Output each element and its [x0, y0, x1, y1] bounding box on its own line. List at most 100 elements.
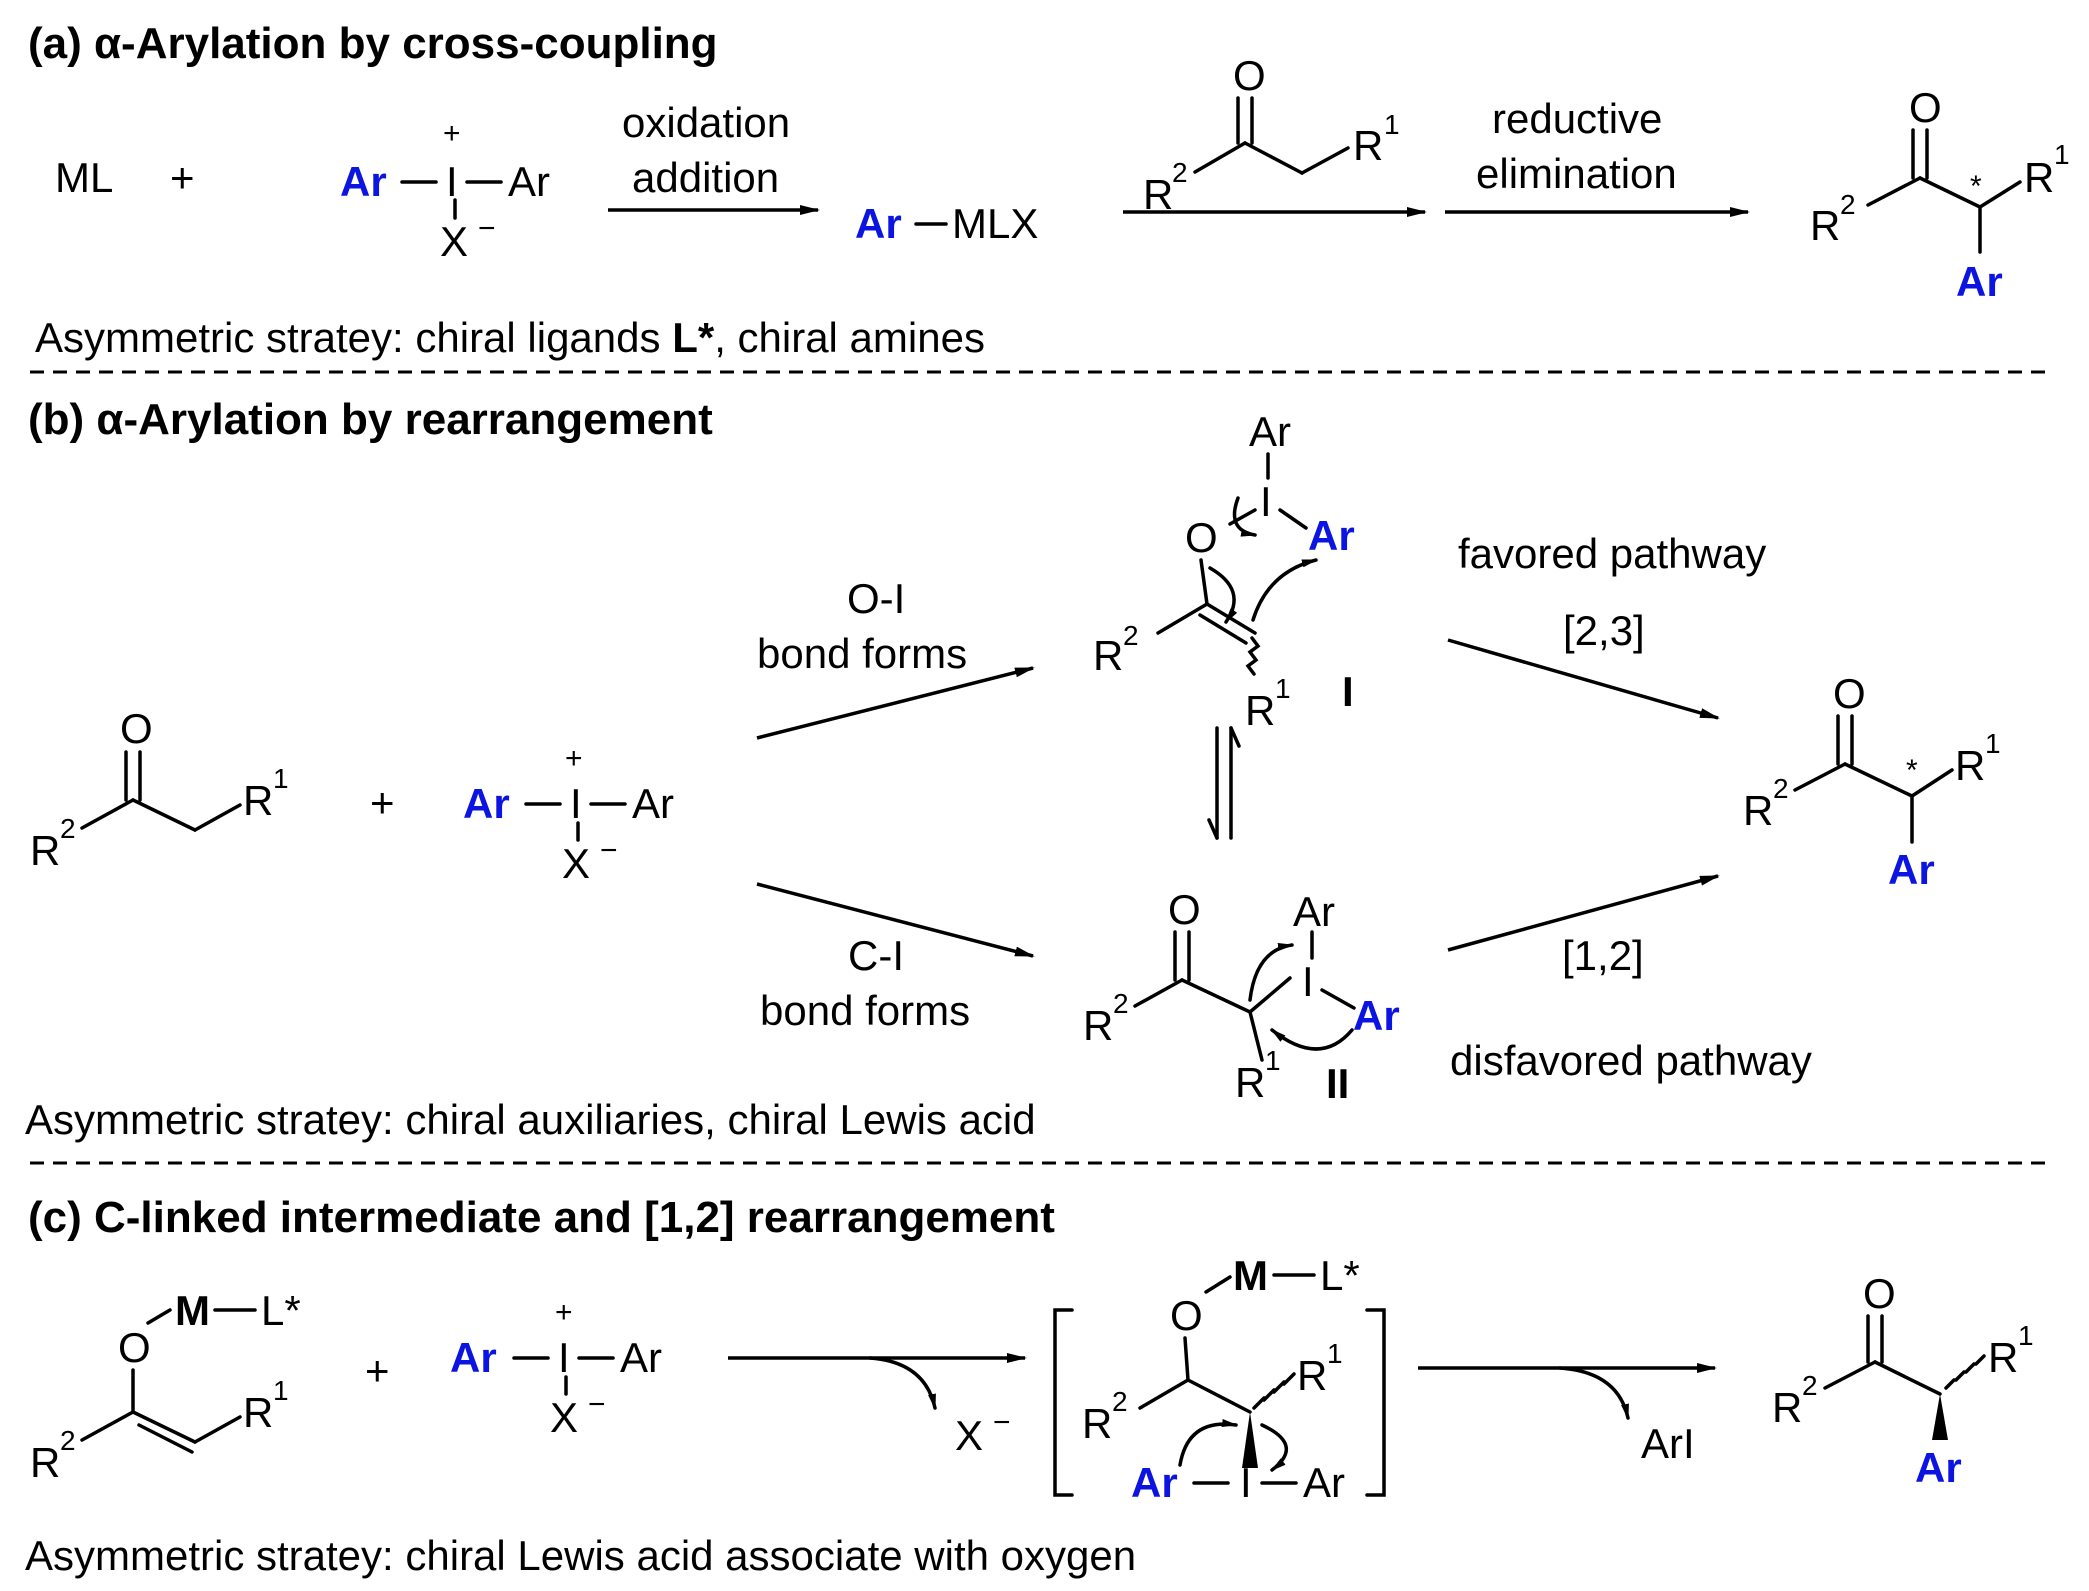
aryl-group: Ar	[463, 780, 510, 827]
release-arrow	[1558, 1366, 1630, 1420]
svg-text:Ar: Ar	[508, 158, 550, 205]
aryl-group: Ar	[1308, 512, 1355, 559]
svg-text:L*: L*	[261, 1287, 301, 1334]
electron-arrow	[1232, 496, 1257, 537]
svg-text:Ar: Ar	[1303, 1459, 1345, 1506]
leaving-aryl-iodide: ArI	[1641, 1420, 1695, 1467]
section-c-title: (c) C-linked intermediate and [1,2] rear…	[28, 1193, 1055, 1242]
svg-text:I: I	[1302, 958, 1314, 1005]
electron-arrow	[1208, 566, 1238, 624]
svg-text:R: R	[243, 1389, 273, 1436]
oxidative-addition-line1: oxidation	[622, 99, 790, 146]
svg-text:2: 2	[60, 813, 76, 844]
svg-text:X: X	[440, 218, 468, 265]
svg-text:1: 1	[1275, 673, 1291, 704]
release-arrow	[868, 1356, 937, 1410]
aryl-metal-complex: MLX	[952, 200, 1038, 247]
aryl-group: Ar	[1131, 1459, 1178, 1506]
favored-arrow	[1447, 638, 1720, 720]
svg-text:1: 1	[1327, 1338, 1343, 1369]
section-c: (c) C-linked intermediate and [1,2] rear…	[25, 1193, 2034, 1579]
svg-text:I: I	[446, 158, 458, 205]
svg-text:R: R	[1235, 1059, 1265, 1106]
svg-text:−: −	[600, 834, 618, 867]
metal-enolate: M L* O R 2 R 1	[30, 1287, 301, 1486]
svg-text:R: R	[243, 777, 273, 824]
svg-text:O: O	[1185, 514, 1218, 561]
svg-text:1: 1	[1265, 1045, 1281, 1076]
svg-text:R: R	[30, 827, 60, 874]
strategy-c: Asymmetric stratey: chiral Lewis acid as…	[25, 1532, 1136, 1579]
svg-text:1: 1	[273, 763, 289, 794]
svg-text:I: I	[558, 1334, 570, 1381]
svg-text:R: R	[1245, 687, 1275, 734]
aryl-group: Ar	[1888, 846, 1935, 893]
wedge-bond	[1932, 1394, 1948, 1440]
svg-text:R: R	[1082, 1400, 1112, 1447]
svg-text:Ar: Ar	[1249, 408, 1291, 455]
c-i-bond-arrow	[756, 882, 1035, 958]
diaryliodonium-salt: + Ar I Ar X −	[463, 742, 674, 887]
svg-text:R: R	[1297, 1352, 1327, 1399]
svg-text:R: R	[1810, 202, 1840, 249]
svg-text:Ar: Ar	[620, 1334, 662, 1381]
ketone-substrate: O R 2 R 1	[1143, 52, 1400, 218]
svg-text:O: O	[120, 705, 153, 752]
strategy-a: Asymmetric stratey: chiral ligands L*, c…	[35, 314, 985, 361]
section-b-title: (b) α-Arylation by rearrangement	[28, 395, 713, 444]
svg-text:O: O	[1170, 1292, 1203, 1339]
svg-text:−: −	[478, 212, 496, 245]
svg-text:X: X	[550, 1394, 578, 1441]
right-bracket	[1365, 1308, 1386, 1497]
hashed-bond	[1944, 1354, 1986, 1390]
aryl-group: Ar	[1353, 992, 1400, 1039]
svg-text:−: −	[993, 1406, 1011, 1439]
electron-arrow	[1178, 1419, 1238, 1467]
leaving-anion: X	[955, 1412, 983, 1459]
svg-text:O: O	[1168, 886, 1201, 933]
plus-sign: +	[370, 779, 395, 826]
intermediate-II-c-linked: O Ar I Ar R 2 R 1 II	[1083, 886, 1400, 1107]
svg-text:R: R	[1743, 787, 1773, 834]
section-b: (b) α-Arylation by rearrangement O R 2 R…	[25, 395, 2001, 1143]
svg-text:2: 2	[1113, 988, 1129, 1019]
svg-text:X: X	[562, 840, 590, 887]
c-i-label-line2: bond forms	[760, 987, 970, 1034]
intermediate-label-II: II	[1326, 1060, 1349, 1107]
c-linked-intermediate: M L* O R 2 R 1 Ar I Ar	[1053, 1252, 1386, 1506]
svg-text:I: I	[570, 780, 582, 827]
aryl-group: Ar	[1915, 1444, 1962, 1491]
metal-ligand-reagent: ML	[55, 154, 113, 201]
disfavored-pathway-label: disfavored pathway	[1450, 1037, 1812, 1084]
disfavored-type-label: [1,2]	[1562, 932, 1644, 979]
strategy-b: Asymmetric stratey: chiral auxiliaries, …	[25, 1096, 1036, 1143]
hashed-bond	[1252, 1372, 1296, 1410]
svg-text:I: I	[1260, 478, 1272, 525]
svg-text:1: 1	[2018, 1320, 2034, 1351]
left-bracket	[1053, 1308, 1074, 1497]
electron-arrow	[1248, 942, 1294, 1002]
reductive-elimination-line1: reductive	[1492, 95, 1662, 142]
svg-text:O: O	[1909, 84, 1942, 131]
svg-text:2: 2	[1840, 189, 1856, 220]
svg-text:Ar: Ar	[632, 780, 674, 827]
svg-text:2: 2	[1112, 1386, 1128, 1417]
svg-text:1: 1	[2054, 139, 2070, 170]
aryl-group: Ar	[855, 200, 902, 247]
svg-text:2: 2	[1123, 620, 1139, 651]
svg-text:R: R	[1988, 1334, 2018, 1381]
section-a-title: (a) α-Arylation by cross-coupling	[28, 19, 718, 68]
svg-text:−: −	[588, 1388, 606, 1421]
electron-arrow	[1251, 558, 1318, 622]
favored-type-label: [2,3]	[1563, 607, 1645, 654]
o-i-label-line1: O-I	[847, 575, 905, 622]
svg-text:2: 2	[60, 1425, 76, 1456]
svg-text:O: O	[1863, 1270, 1896, 1317]
plus-sign: +	[170, 154, 195, 201]
aryl-group: Ar	[340, 158, 387, 205]
svg-text:1: 1	[1985, 728, 2001, 759]
svg-text:+: +	[565, 742, 583, 775]
svg-text:Ar: Ar	[1293, 888, 1335, 935]
o-i-label-line2: bond forms	[757, 630, 967, 677]
